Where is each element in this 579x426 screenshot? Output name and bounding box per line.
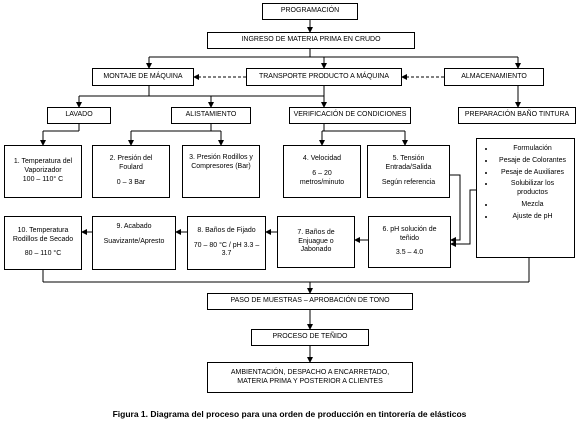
node-label: PREPARACIÓN BAÑO TINTURA bbox=[464, 111, 570, 119]
list-item: Pesaje de Auxiliares bbox=[495, 169, 570, 178]
node-text-line: Foulard bbox=[119, 164, 143, 172]
node-tension: 5. Tensión Entrada/Salida Según referenc… bbox=[367, 145, 450, 198]
node-text-line: Vaporizador bbox=[24, 167, 62, 175]
node-text-line: 10. Temperatura bbox=[17, 226, 69, 234]
node-label: ALISTAMIENTO bbox=[185, 111, 237, 119]
list-item: Ajuste de pH bbox=[495, 213, 570, 222]
node-text-line: Rodillos de Secado bbox=[12, 235, 74, 243]
node-lavado: LAVADO bbox=[47, 107, 111, 124]
node-text-line: Según referencia bbox=[381, 178, 436, 186]
node-text-line: 3.7 bbox=[221, 250, 232, 258]
node-temperatura-secado: 10. Temperatura Rodillos de Secado 80 – … bbox=[4, 216, 82, 270]
node-label: LAVADO bbox=[65, 111, 93, 119]
node-proceso-tenido: PROCESO DE TEÑIDO bbox=[251, 329, 369, 346]
list-item: Solubilizar los productos bbox=[495, 180, 570, 198]
node-text-line: 0 – 3 Bar bbox=[116, 178, 146, 186]
node-text-line: metros/minuto bbox=[299, 178, 345, 186]
node-ingreso: INGRESO DE MATERIA PRIMA EN CRUDO bbox=[207, 32, 415, 49]
node-label: MONTAJE DE MÁQUINA bbox=[103, 72, 183, 80]
list-item: Formulación bbox=[495, 145, 570, 154]
node-text-line: Suavizante/Apresto bbox=[103, 237, 165, 245]
node-text-line: 4. Velocidad bbox=[302, 155, 342, 163]
node-programacion: PROGRAMACIÓN bbox=[262, 3, 358, 20]
node-acabado: 9. Acabado Suavizante/Apresto bbox=[92, 216, 176, 270]
node-banos-enjuague: 7. Baños de Enjuague o Jabonado bbox=[277, 216, 355, 268]
preparacion-steps-list: Formulación Pesaje de Colorantes Pesaje … bbox=[476, 138, 575, 258]
node-text-line: teñido bbox=[399, 234, 420, 242]
node-text-line: 7. Baños de bbox=[297, 228, 335, 236]
node-ph-solucion: 6. pH solución de teñido 3.5 – 4.0 bbox=[368, 216, 451, 268]
node-ambientacion: AMBIENTACIÓN, DESPACHO A ENCARRETADO, MA… bbox=[207, 362, 413, 393]
node-text-line: AMBIENTACIÓN, DESPACHO A ENCARRETADO, bbox=[230, 368, 390, 376]
node-label: PROGRAMACIÓN bbox=[280, 7, 340, 15]
node-text-line: MATERIA PRIMA Y POSTERIOR A CLIENTES bbox=[237, 377, 383, 385]
figure-caption: Figura 1. Diagrama del proceso para una … bbox=[112, 409, 467, 419]
node-velocidad: 4. Velocidad 6 – 20 metros/minuto bbox=[283, 145, 361, 198]
node-label: PROCESO DE TEÑIDO bbox=[272, 333, 348, 341]
node-text-line: 8. Baños de Fijado bbox=[197, 226, 256, 234]
node-text-line: Compresores (Bar) bbox=[191, 162, 251, 170]
node-text-line: 70 – 80 °C / pH 3.3 – bbox=[193, 241, 260, 249]
node-text-line: 5. Tensión bbox=[392, 155, 425, 163]
node-text-line: Entrada/Salida bbox=[385, 164, 432, 172]
list-item: Mezcla bbox=[495, 201, 570, 210]
node-label: PASO DE MUESTRAS – APROBACIÓN DE TONO bbox=[230, 297, 390, 305]
node-banos-fijado: 8. Baños de Fijado 70 – 80 °C / pH 3.3 –… bbox=[187, 216, 266, 270]
node-label: ALMACENAMIENTO bbox=[461, 72, 527, 80]
node-alistamiento: ALISTAMIENTO bbox=[171, 107, 251, 124]
node-montaje: MONTAJE DE MÁQUINA bbox=[92, 68, 194, 86]
node-text-line: 9. Acabado bbox=[116, 223, 152, 230]
node-text-line: 80 – 110 °C bbox=[24, 250, 62, 258]
list-item: Pesaje de Colorantes bbox=[495, 157, 570, 166]
node-presion-rodillos: 3. Presión Rodillos y Compresores (Bar) bbox=[182, 145, 260, 198]
node-preparacion: PREPARACIÓN BAÑO TINTURA bbox=[458, 107, 576, 124]
node-text-line: 2. Presión del bbox=[109, 155, 153, 163]
node-verificacion: VERIFICACIÓN DE CONDICIONES bbox=[289, 107, 411, 124]
node-text-line: 3. Presión Rodillos y bbox=[189, 154, 253, 161]
node-paso-muestras: PASO DE MUESTRAS – APROBACIÓN DE TONO bbox=[207, 293, 413, 310]
node-text-line: 100 – 110° C bbox=[22, 175, 64, 183]
node-text-line: Enjuague o bbox=[298, 237, 334, 245]
node-label: INGRESO DE MATERIA PRIMA EN CRUDO bbox=[241, 36, 381, 44]
node-transporte: TRANSPORTE PRODUCTO A MÁQUINA bbox=[246, 68, 402, 86]
node-text-line: 6. pH solución de bbox=[382, 225, 437, 233]
node-text-line: 6 – 20 bbox=[312, 170, 332, 178]
node-label: TRANSPORTE PRODUCTO A MÁQUINA bbox=[258, 72, 390, 80]
node-temperatura-vaporizador: 1. Temperatura del Vaporizador 100 – 110… bbox=[4, 145, 82, 198]
node-label: VERIFICACIÓN DE CONDICIONES bbox=[293, 111, 407, 119]
node-text-line: 3.5 – 4.0 bbox=[395, 249, 424, 257]
node-presion-foulard: 2. Presión del Foulard 0 – 3 Bar bbox=[92, 145, 170, 198]
node-text-line: 1. Temperatura del bbox=[13, 158, 73, 166]
node-almacenamiento: ALMACENAMIENTO bbox=[444, 68, 544, 86]
node-text-line: Jabonado bbox=[300, 246, 332, 254]
